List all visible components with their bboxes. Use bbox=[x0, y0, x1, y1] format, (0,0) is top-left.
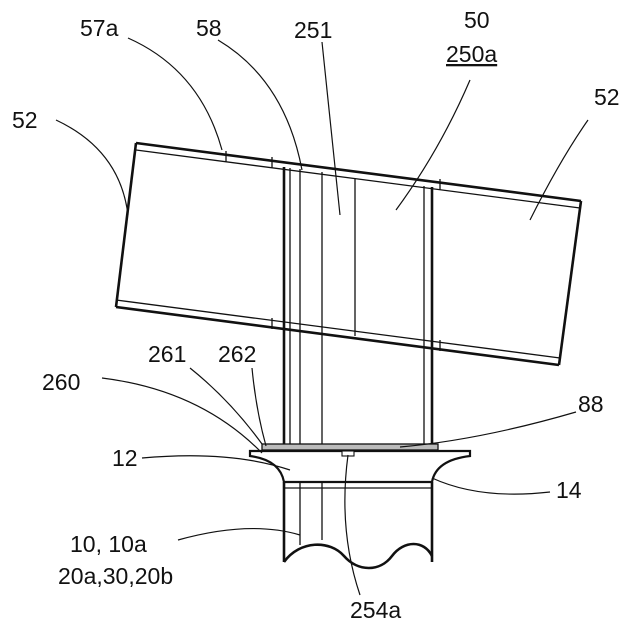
label-57a: 57a bbox=[80, 15, 119, 41]
label-10-10a: 10, 10a bbox=[70, 531, 147, 557]
pipe-break-line bbox=[284, 544, 432, 568]
leader-10 bbox=[178, 529, 300, 540]
panel-left-edge bbox=[116, 143, 136, 307]
label-250a: 250a bbox=[446, 41, 497, 67]
panel-top-edge-outer bbox=[136, 143, 581, 201]
label-50: 50 bbox=[464, 7, 490, 33]
panel-right-edge bbox=[559, 201, 581, 365]
label-14: 14 bbox=[556, 477, 582, 503]
leader-57a bbox=[128, 38, 222, 150]
label-260: 260 bbox=[42, 369, 80, 395]
plate-262 bbox=[262, 444, 438, 450]
vertical-post bbox=[284, 167, 432, 450]
plate-88 bbox=[262, 444, 438, 450]
label-88: 88 bbox=[578, 391, 604, 417]
label-58: 58 bbox=[196, 15, 222, 41]
label-52-left: 52 bbox=[12, 107, 38, 133]
panel-top-edge-inner bbox=[136, 150, 580, 208]
label-262: 262 bbox=[218, 341, 256, 367]
leader-251 bbox=[322, 42, 340, 215]
leader-260 bbox=[102, 378, 262, 453]
leader-58 bbox=[218, 40, 302, 170]
leader-52-left bbox=[56, 120, 128, 215]
label-261: 261 bbox=[148, 341, 186, 367]
reference-labels: 57a 58 251 50 250a 52 52 261 262 260 88 … bbox=[12, 7, 620, 623]
leader-261 bbox=[190, 368, 262, 444]
label-20a-30-20b: 20a,30,20b bbox=[58, 563, 173, 589]
leader-14 bbox=[432, 478, 550, 494]
leader-88 bbox=[400, 412, 576, 447]
label-12: 12 bbox=[112, 445, 138, 471]
flange-260 bbox=[250, 451, 470, 482]
label-251: 251 bbox=[294, 17, 332, 43]
label-52-right: 52 bbox=[594, 84, 620, 110]
label-254a: 254a bbox=[350, 597, 401, 623]
pipe-10 bbox=[284, 482, 432, 568]
flange-body bbox=[250, 451, 470, 482]
tilted-panel bbox=[116, 143, 581, 365]
